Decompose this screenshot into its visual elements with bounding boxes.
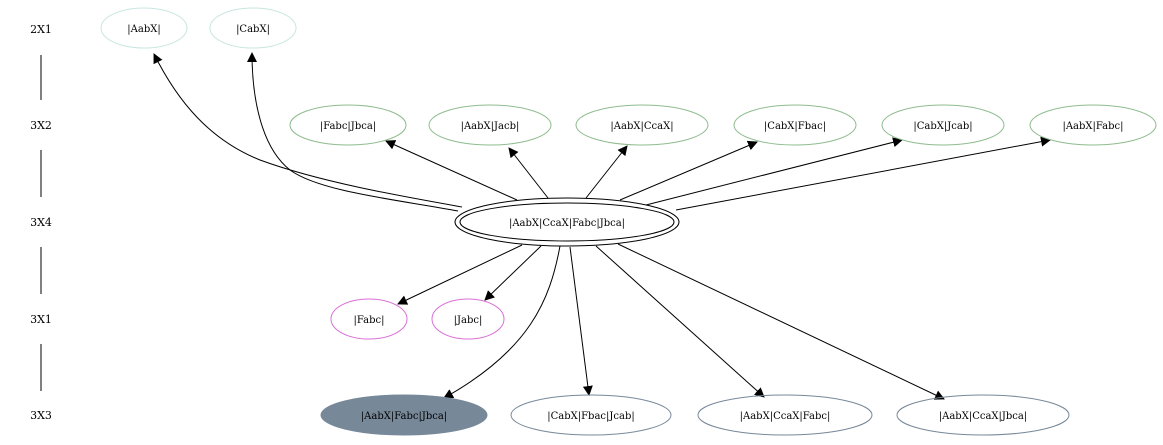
node-shape xyxy=(289,104,407,146)
edge-to-aabx xyxy=(153,53,463,208)
node-label: |AabX|Fabc| xyxy=(1062,121,1123,132)
node-aabx-fabc-jbca[interactable]: |AabX|Fabc|Jbca| xyxy=(320,394,488,436)
rank-label-3x2: 3X2 xyxy=(30,119,52,132)
node-shape xyxy=(428,104,552,146)
node-shape xyxy=(896,394,1070,436)
node-aabx-jacb[interactable]: |AabX|Jacb| xyxy=(428,104,552,146)
rank-label-3x4: 3X4 xyxy=(30,216,52,229)
edge-to-aabx-fabc-jbca xyxy=(443,245,561,399)
node-shape-outer xyxy=(454,197,680,247)
edge-to-fabc-jbca xyxy=(385,140,518,201)
edges xyxy=(153,52,1051,400)
node-label: |CabX|Fbac| xyxy=(764,121,826,132)
node-label: |Fabc| xyxy=(354,315,385,326)
edge-to-cabx xyxy=(247,52,459,212)
node-label: |AabX|Jacb| xyxy=(461,121,520,132)
rank-axis: 2X1 3X2 3X4 3X1 3X3 xyxy=(30,23,52,422)
edge-to-aabx-jacb xyxy=(508,147,549,199)
node-shape xyxy=(510,394,672,436)
edge-to-aabx-fabc xyxy=(675,136,1051,211)
node-cabx[interactable]: |CabX| xyxy=(209,7,297,49)
node-label: |AabX|CcaX|Jbca| xyxy=(939,411,1028,422)
node-shape xyxy=(881,104,1005,146)
node-label: |CabX|Fbac|Jcab| xyxy=(547,411,635,422)
node-shape xyxy=(733,104,857,146)
node-aabx-ccax[interactable]: |AabX|CcaX| xyxy=(575,104,709,146)
node-label: |AabX|CcaX|Fabc|Jbca| xyxy=(509,218,625,229)
node-aabx-fabc[interactable]: |AabX|Fabc| xyxy=(1029,104,1157,146)
node-shape xyxy=(1029,104,1157,146)
node-label: |Jabc| xyxy=(454,315,483,326)
node-aabx-ccax-jbca[interactable]: |AabX|CcaX|Jbca| xyxy=(896,394,1070,436)
node-cabx-jcab[interactable]: |CabX|Jcab| xyxy=(881,104,1005,146)
edge-to-jabc xyxy=(484,245,542,301)
node-aabx-ccax-fabc-jbca[interactable]: |AabX|CcaX|Fabc|Jbca| xyxy=(454,197,680,247)
rank-label-3x3: 3X3 xyxy=(30,409,52,422)
node-shape xyxy=(209,7,297,49)
node-shape-inner xyxy=(459,202,675,242)
node-aabx[interactable]: |AabX| xyxy=(100,7,188,49)
node-label: |AabX|Fabc|Jbca| xyxy=(361,411,447,422)
node-shape xyxy=(431,298,505,340)
node-label: |Fabc|Jbca| xyxy=(320,121,376,132)
edge-to-fabc xyxy=(397,244,523,305)
edge-to-aabx-ccax-fabc xyxy=(595,245,765,398)
rank-label-3x1: 3X1 xyxy=(30,313,52,326)
node-shape xyxy=(320,394,488,436)
node-label: |AabX| xyxy=(127,24,160,35)
node-shape xyxy=(575,104,709,146)
node-label: |CabX|Jcab| xyxy=(913,121,972,132)
node-shape xyxy=(697,394,873,436)
node-fabc-jbca[interactable]: |Fabc|Jbca| xyxy=(289,104,407,146)
node-label: |AabX|CcaX| xyxy=(610,121,673,132)
node-shape xyxy=(100,7,188,49)
edge-to-cabx-jcab xyxy=(645,137,903,206)
edge-to-aabx-ccax-jbca xyxy=(617,243,945,400)
node-aabx-ccax-fabc[interactable]: |AabX|CcaX|Fabc| xyxy=(697,394,873,436)
node-shape xyxy=(330,298,408,340)
node-label: |AabX|CcaX|Fabc| xyxy=(740,411,831,422)
node-label: |CabX| xyxy=(236,24,270,35)
edge-to-cabx-fbac-jcab xyxy=(569,246,593,396)
node-fabc[interactable]: |Fabc| xyxy=(330,298,408,340)
edge-to-cabx-fbac xyxy=(619,140,758,201)
node-cabx-fbac-jcab[interactable]: |CabX|Fbac|Jcab| xyxy=(510,394,672,436)
node-jabc[interactable]: |Jabc| xyxy=(431,298,505,340)
node-cabx-fbac[interactable]: |CabX|Fbac| xyxy=(733,104,857,146)
edge-to-aabx-ccax xyxy=(585,145,628,199)
rank-label-2x1: 2X1 xyxy=(30,23,52,36)
